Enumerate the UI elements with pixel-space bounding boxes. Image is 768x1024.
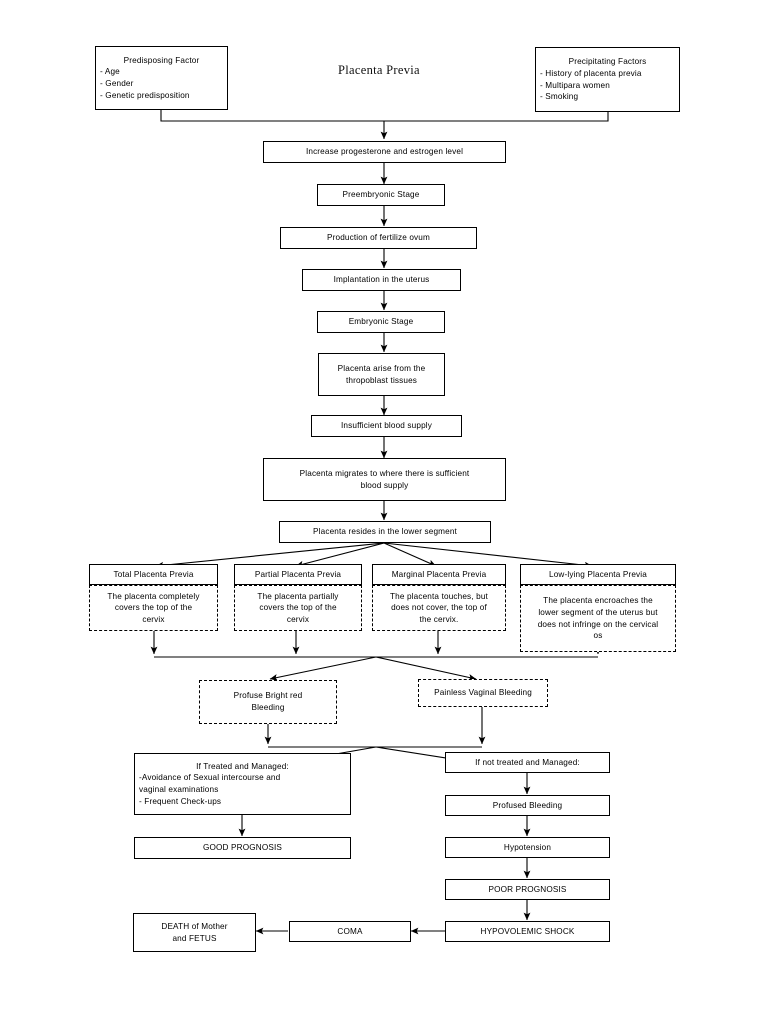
good-prognosis-label: GOOD PROGNOSIS xyxy=(203,843,282,853)
trophoblast-line-2: thropoblast tissues xyxy=(345,375,418,385)
treated-line-3: vaginal examinations xyxy=(139,785,219,794)
box-increase-hormones[interactable]: Increase progesterone and estrogen level xyxy=(263,141,506,163)
edge-lower-to-marginal xyxy=(383,542,437,567)
predisposing-item-2: - Gender xyxy=(100,79,134,88)
coma-label: COMA xyxy=(337,926,363,936)
box-type-header-lowlying[interactable]: Low-lying Placenta Previa xyxy=(520,564,676,585)
profused-bleeding-label: Profused Bleeding xyxy=(492,800,563,810)
edge-lower-to-total xyxy=(155,542,385,569)
type-header-partial-label: Partial Placenta Previa xyxy=(254,569,342,579)
migrates-line-1: Placenta migrates to where there is suff… xyxy=(299,468,470,478)
treated-line-4: - Frequent Check-ups xyxy=(139,796,222,806)
embryonic-stage-label: Embryonic Stage xyxy=(348,317,414,327)
box-poor-prognosis[interactable]: POOR PROGNOSIS xyxy=(445,879,610,900)
box-good-prognosis[interactable]: GOOD PROGNOSIS xyxy=(134,837,351,859)
lower-segment-label: Placenta resides in the lower segment xyxy=(313,527,457,537)
box-embryonic-stage[interactable]: Embryonic Stage xyxy=(317,311,445,333)
box-precipitating-factors[interactable]: Precipitating Factors - History of place… xyxy=(535,47,680,112)
increase-hormones-label: Increase progesterone and estrogen level xyxy=(305,147,464,157)
box-if-not-treated-managed[interactable]: If not treated and Managed: xyxy=(445,752,610,773)
type-lowlying-line-4: os xyxy=(593,631,603,641)
predisposing-heading: Predisposing Factor xyxy=(123,55,200,65)
box-type-header-total[interactable]: Total Placenta Previa xyxy=(89,564,218,585)
edge-collector-to-profuse xyxy=(269,656,377,681)
box-implantation-uterus[interactable]: Implantation in the uterus xyxy=(302,269,461,291)
insufficient-blood-label: Insufficient blood supply xyxy=(341,421,432,431)
not-treated-label: If not treated and Managed: xyxy=(475,757,580,767)
type-lowlying-line-2: lower segment of the uterus but xyxy=(538,607,658,617)
trophoblast-line-1: Placenta arise from the xyxy=(337,363,426,373)
box-fertilize-ovum[interactable]: Production of fertilize ovum xyxy=(280,227,477,249)
box-profuse-bright-red-bleeding[interactable]: Profuse Bright red Bleeding xyxy=(199,680,337,724)
implantation-label: Implantation in the uterus xyxy=(333,275,430,285)
type-marginal-line-2: does not cover, the top of xyxy=(391,603,487,613)
edge-collector-to-painless xyxy=(375,656,477,681)
preembryonic-stage-label: Preembryonic Stage xyxy=(342,190,420,200)
type-lowlying-line-3: does not infringe on the cervical xyxy=(537,619,659,629)
type-lowlying-line-1: The placenta encroaches the xyxy=(543,596,653,606)
death-line-2: and FETUS xyxy=(172,933,217,943)
box-type-body-marginal[interactable]: The placenta touches, but does not cover… xyxy=(372,585,506,631)
type-header-lowlying-label: Low-lying Placenta Previa xyxy=(549,569,647,579)
poor-prognosis-label: POOR PROGNOSIS xyxy=(488,884,567,894)
box-preembryonic-stage[interactable]: Preembryonic Stage xyxy=(317,184,445,206)
box-hypovolemic-shock[interactable]: HYPOVOLEMIC SHOCK xyxy=(445,921,610,942)
box-coma[interactable]: COMA xyxy=(289,921,411,942)
type-marginal-line-3: the cervix. xyxy=(419,614,459,624)
type-header-total-label: Total Placenta Previa xyxy=(113,569,194,579)
predisposing-item-3: - Genetic predisposition xyxy=(100,90,190,100)
edge-predisposing-to-hormones xyxy=(160,110,384,122)
treated-line-1: If Treated and Managed: xyxy=(196,761,289,771)
page-title: Placenta Previa xyxy=(338,63,420,77)
box-type-body-lowlying[interactable]: The placenta encroaches the lower segmen… xyxy=(520,585,676,652)
box-placenta-migrates[interactable]: Placenta migrates to where there is suff… xyxy=(263,458,506,501)
box-profused-bleeding[interactable]: Profused Bleeding xyxy=(445,795,610,816)
painless-bleeding-label: Painless Vaginal Bleeding xyxy=(434,688,532,698)
box-type-body-total[interactable]: The placenta completely covers the top o… xyxy=(89,585,218,631)
fertilize-ovum-label: Production of fertilize ovum xyxy=(327,233,430,243)
type-marginal-line-1: The placenta touches, but xyxy=(390,591,488,601)
type-partial-line-1: The placenta partially xyxy=(257,591,339,601)
box-predisposing-factor[interactable]: Predisposing Factor - Age - Gender - Gen… xyxy=(95,46,228,110)
precipitating-item-2: - Multipara women xyxy=(540,80,610,90)
profuse-line-2: Bleeding xyxy=(251,703,285,712)
hypotension-label: Hypotension xyxy=(503,842,552,852)
box-death-mother-fetus[interactable]: DEATH of Mother and FETUS xyxy=(133,913,256,952)
type-partial-line-2: covers the top of the xyxy=(259,603,337,613)
box-type-header-marginal[interactable]: Marginal Placenta Previa xyxy=(372,564,506,585)
treated-line-2: -Avoidance of Sexual intercourse and xyxy=(139,773,281,783)
type-total-line-1: The placenta completely xyxy=(107,591,200,601)
edge-lower-to-partial xyxy=(295,542,385,568)
box-if-treated-managed[interactable]: If Treated and Managed: -Avoidance of Se… xyxy=(134,753,351,815)
type-partial-line-3: cervix xyxy=(286,614,310,624)
type-total-line-3: cervix xyxy=(142,614,165,624)
box-insufficient-blood-supply[interactable]: Insufficient blood supply xyxy=(311,415,462,437)
profuse-line-1: Profuse Bright red xyxy=(233,691,303,701)
box-hypotension[interactable]: Hypotension xyxy=(445,837,610,858)
death-line-1: DEATH of Mother xyxy=(161,921,228,931)
box-painless-vaginal-bleeding[interactable]: Painless Vaginal Bleeding xyxy=(418,679,548,707)
type-header-marginal-label: Marginal Placenta Previa xyxy=(391,569,487,579)
hypovolemic-shock-label: HYPOVOLEMIC SHOCK xyxy=(480,926,575,936)
type-total-line-2: covers the top of the xyxy=(114,603,193,613)
migrates-line-2: blood supply xyxy=(360,480,409,490)
precipitating-heading: Precipitating Factors xyxy=(568,57,647,67)
box-type-header-partial[interactable]: Partial Placenta Previa xyxy=(234,564,362,585)
precipitating-item-3: - Smoking xyxy=(540,92,579,102)
edge-lower-to-lowlying xyxy=(383,542,593,569)
box-lower-segment[interactable]: Placenta resides in the lower segment xyxy=(279,521,491,543)
predisposing-item-1: - Age xyxy=(100,67,120,77)
precipitating-item-1: - History of placenta previa xyxy=(540,68,642,78)
box-type-body-partial[interactable]: The placenta partially covers the top of… xyxy=(234,585,362,631)
box-placenta-trophoblast[interactable]: Placenta arise from the thropoblast tiss… xyxy=(318,353,445,396)
